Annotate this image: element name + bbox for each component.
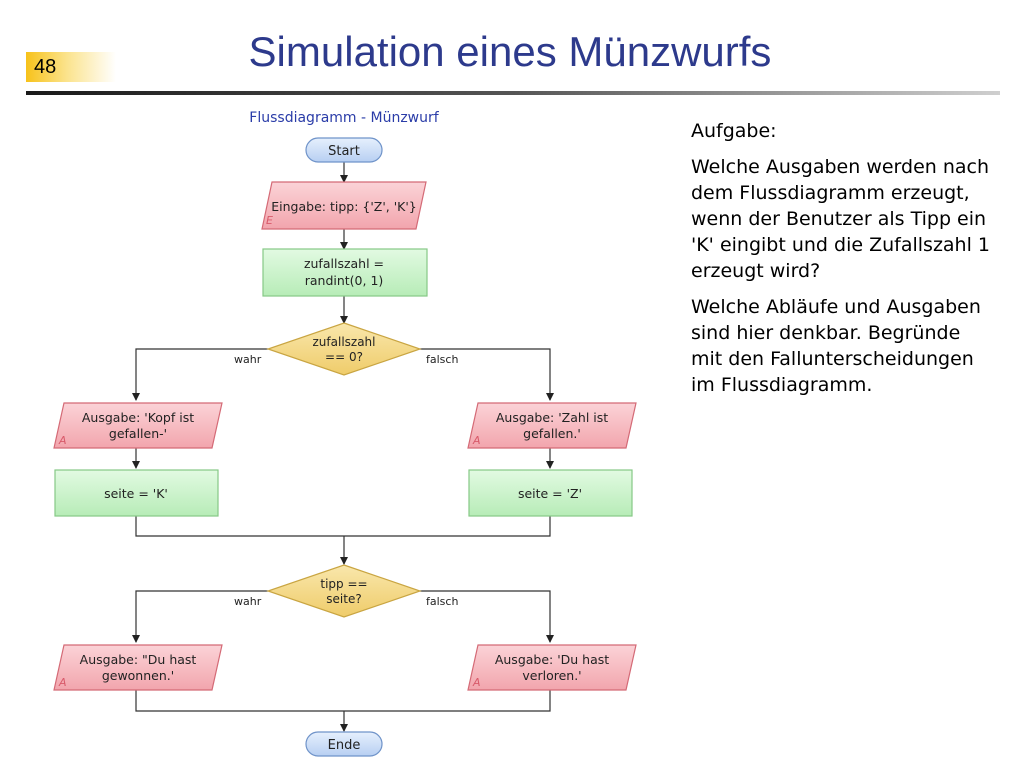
process-seite-z bbox=[468, 469, 633, 517]
input-label: Eingabe: tipp: {'Z', 'K'} bbox=[271, 199, 416, 214]
output-lost bbox=[467, 644, 637, 691]
end-label: Ende bbox=[328, 738, 361, 753]
input-marker: E bbox=[266, 214, 273, 227]
output-won-label-1: Ausgabe: "Du hast bbox=[80, 652, 197, 667]
task-heading: Aufgabe: bbox=[691, 120, 777, 142]
output-kopf-label-1: Ausgabe: 'Kopf ist bbox=[82, 410, 194, 425]
output-lost-label-2: verloren.' bbox=[522, 668, 581, 683]
output-kopf bbox=[53, 402, 223, 449]
decision2-label-2: seite? bbox=[326, 592, 361, 606]
arrow-cond2-true bbox=[132, 590, 268, 643]
start-label: Start bbox=[328, 144, 360, 159]
decision1-yes-label: wahr bbox=[234, 353, 262, 366]
diagram-title: Flussdiagramm - Münzwurf bbox=[249, 110, 439, 126]
assign-label-1: zufallszahl = bbox=[304, 256, 384, 271]
output-won-marker: A bbox=[58, 676, 67, 689]
input-node bbox=[261, 181, 427, 230]
process-seite-k-label: seite = 'K' bbox=[104, 486, 168, 501]
line-outputs-merge bbox=[135, 690, 551, 712]
output-zahl-label-1: Ausgabe: 'Zahl ist bbox=[496, 410, 608, 425]
arrow-cond1-false bbox=[420, 348, 554, 401]
output-kopf-marker: A bbox=[58, 434, 67, 447]
decision1-no-label: falsch bbox=[426, 353, 458, 366]
decision-tipp bbox=[266, 564, 422, 618]
output-kopf-label-2: gefallen-' bbox=[109, 426, 167, 441]
decision2-no-label: falsch bbox=[426, 595, 458, 608]
decision-zufallszahl bbox=[266, 322, 422, 376]
connectors bbox=[132, 162, 554, 732]
output-zahl-label-2: gefallen.' bbox=[523, 426, 581, 441]
line-seitek-merge bbox=[135, 516, 551, 537]
decision2-yes-label: wahr bbox=[234, 595, 262, 608]
output-lost-label-1: Ausgabe: 'Du hast bbox=[495, 652, 609, 667]
arrow-cond1-true bbox=[132, 348, 268, 401]
assign-process bbox=[262, 248, 428, 297]
end-terminal bbox=[305, 731, 383, 757]
start-terminal bbox=[305, 137, 383, 163]
slide-number: 48 bbox=[26, 52, 116, 82]
output-zahl bbox=[467, 402, 637, 449]
decision2-label-1: tipp == bbox=[320, 577, 367, 591]
output-zahl-marker: A bbox=[472, 434, 481, 447]
assign-label-2: randint(0, 1) bbox=[305, 273, 384, 288]
decision1-label-2: == 0? bbox=[325, 350, 363, 364]
task-question-2: Welche Abläufe und Ausgaben sind hier de… bbox=[691, 296, 981, 396]
title-rule bbox=[26, 91, 1000, 95]
output-lost-marker: A bbox=[472, 676, 481, 689]
output-won-label-2: gewonnen.' bbox=[102, 668, 174, 683]
process-seite-z-label: seite = 'Z' bbox=[518, 486, 582, 501]
decision1-label-1: zufallszahl bbox=[313, 335, 376, 349]
arrow-cond2-false bbox=[420, 590, 554, 643]
slide-title: Simulation eines Münzwurfs bbox=[248, 28, 772, 75]
process-seite-k bbox=[54, 469, 219, 517]
output-won bbox=[53, 644, 223, 691]
task-text: Aufgabe: Welche Ausgaben werden nach dem… bbox=[691, 118, 991, 408]
task-question-1: Welche Ausgaben werden nach dem Flussdia… bbox=[691, 156, 991, 282]
